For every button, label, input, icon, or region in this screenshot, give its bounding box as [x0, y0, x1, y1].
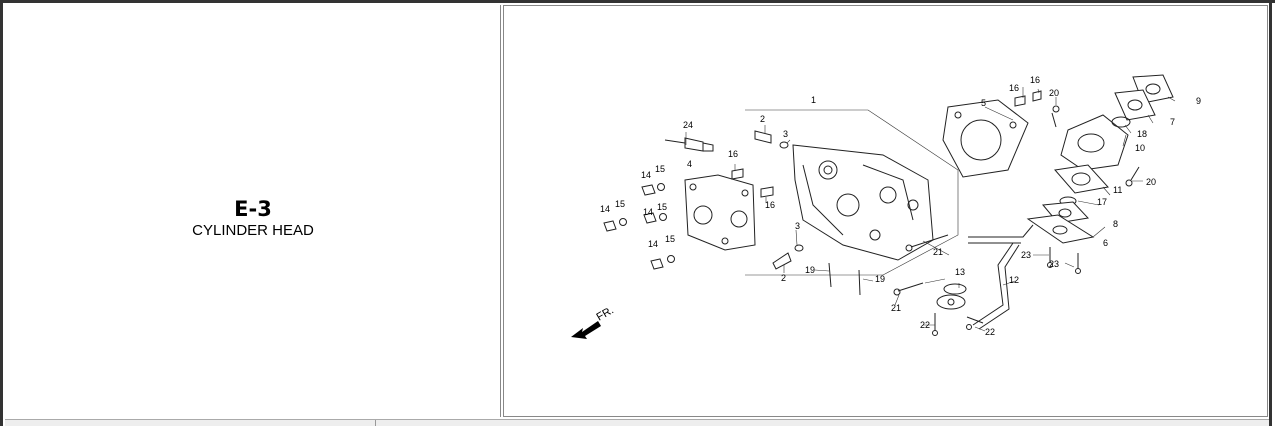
callout: 20 [1146, 177, 1156, 187]
section-title: CYLINDER HEAD [192, 222, 314, 239]
callout: 15 [615, 199, 625, 209]
part-19-stud[interactable] [828, 262, 861, 296]
front-direction-arrow: FR. [571, 304, 616, 339]
callout: 19 [875, 274, 885, 284]
part-5-gasket[interactable] [942, 99, 1029, 178]
callout: 15 [657, 202, 667, 212]
exploded-parts-diagram: FR. 1 2 2 3 3 4 5 6 7 8 9 10 11 12 13 14… [571, 74, 1201, 339]
section-code: E-3 [234, 197, 272, 221]
callout: 15 [655, 164, 665, 174]
part-20-bolt[interactable] [1051, 105, 1140, 187]
callout: 2 [781, 273, 786, 283]
part-4-manifold[interactable] [684, 174, 756, 251]
part-2-dowel[interactable] [754, 130, 792, 270]
callout: 3 [783, 129, 788, 139]
part-15-washer[interactable] [619, 183, 675, 263]
cylinder-head[interactable] [792, 144, 934, 261]
part-3-ring[interactable] [779, 141, 804, 252]
callout: 4 [687, 159, 692, 169]
callout: 8 [1113, 219, 1118, 229]
callout: 19 [805, 265, 815, 275]
callout: 16 [1009, 83, 1019, 93]
bottom-row-separator [375, 420, 376, 426]
callout: 22 [920, 320, 930, 330]
part-22-bolt[interactable] [932, 313, 984, 336]
callout: 16 [1030, 75, 1040, 85]
callout: 18 [1137, 129, 1147, 139]
part-10-intake[interactable] [1060, 114, 1129, 171]
part-23-bolt[interactable] [1047, 247, 1081, 274]
callout: 16 [728, 149, 738, 159]
part-11-gasket[interactable] [1054, 164, 1109, 194]
callout: 10 [1135, 143, 1145, 153]
callout: 1 [811, 95, 816, 105]
callout: 14 [600, 204, 610, 214]
section-label-cell: E-3 CYLINDER HEAD [5, 5, 501, 417]
callout: 17 [1097, 197, 1107, 207]
diagram-cell [503, 5, 1268, 417]
callout: 22 [985, 327, 995, 337]
callout: 11 [1113, 185, 1122, 195]
callout: 20 [1049, 88, 1059, 98]
callout: 21 [891, 303, 901, 313]
callout: 14 [643, 207, 653, 217]
frame-right-edge [1269, 3, 1272, 426]
callout: 23 [1021, 250, 1031, 260]
callout: 21 [933, 247, 943, 257]
callout: 14 [648, 239, 658, 249]
callout: 12 [1009, 275, 1019, 285]
callout: 15 [665, 234, 675, 244]
callout: 5 [981, 98, 986, 108]
callout: 16 [765, 200, 775, 210]
part-18-ring[interactable] [1111, 116, 1131, 128]
bottom-row-bar [5, 419, 1269, 426]
callout: 14 [641, 170, 651, 180]
callout: 13 [955, 267, 965, 277]
callout: 7 [1170, 117, 1175, 127]
part-14-nut[interactable] [603, 184, 664, 270]
callout: 2 [760, 114, 765, 124]
callout: 9 [1196, 96, 1201, 106]
part-16-sleeve[interactable] [731, 90, 1042, 198]
part-12-pipe[interactable] [968, 224, 1034, 330]
part-21-bolt[interactable] [893, 234, 949, 296]
part-24-spark-plug[interactable] [664, 137, 714, 152]
callout: 6 [1103, 238, 1108, 248]
part-7-plate[interactable] [1114, 89, 1156, 121]
callout: 23 [1049, 259, 1059, 269]
front-direction-label: FR. [595, 304, 616, 323]
part-13-gasket[interactable] [936, 283, 967, 310]
callout: 3 [795, 221, 800, 231]
callout: 24 [683, 120, 693, 130]
part-callouts: 1 2 2 3 3 4 5 6 7 8 9 10 11 12 13 14 14 … [600, 75, 1201, 337]
part-1-outline [745, 109, 959, 276]
